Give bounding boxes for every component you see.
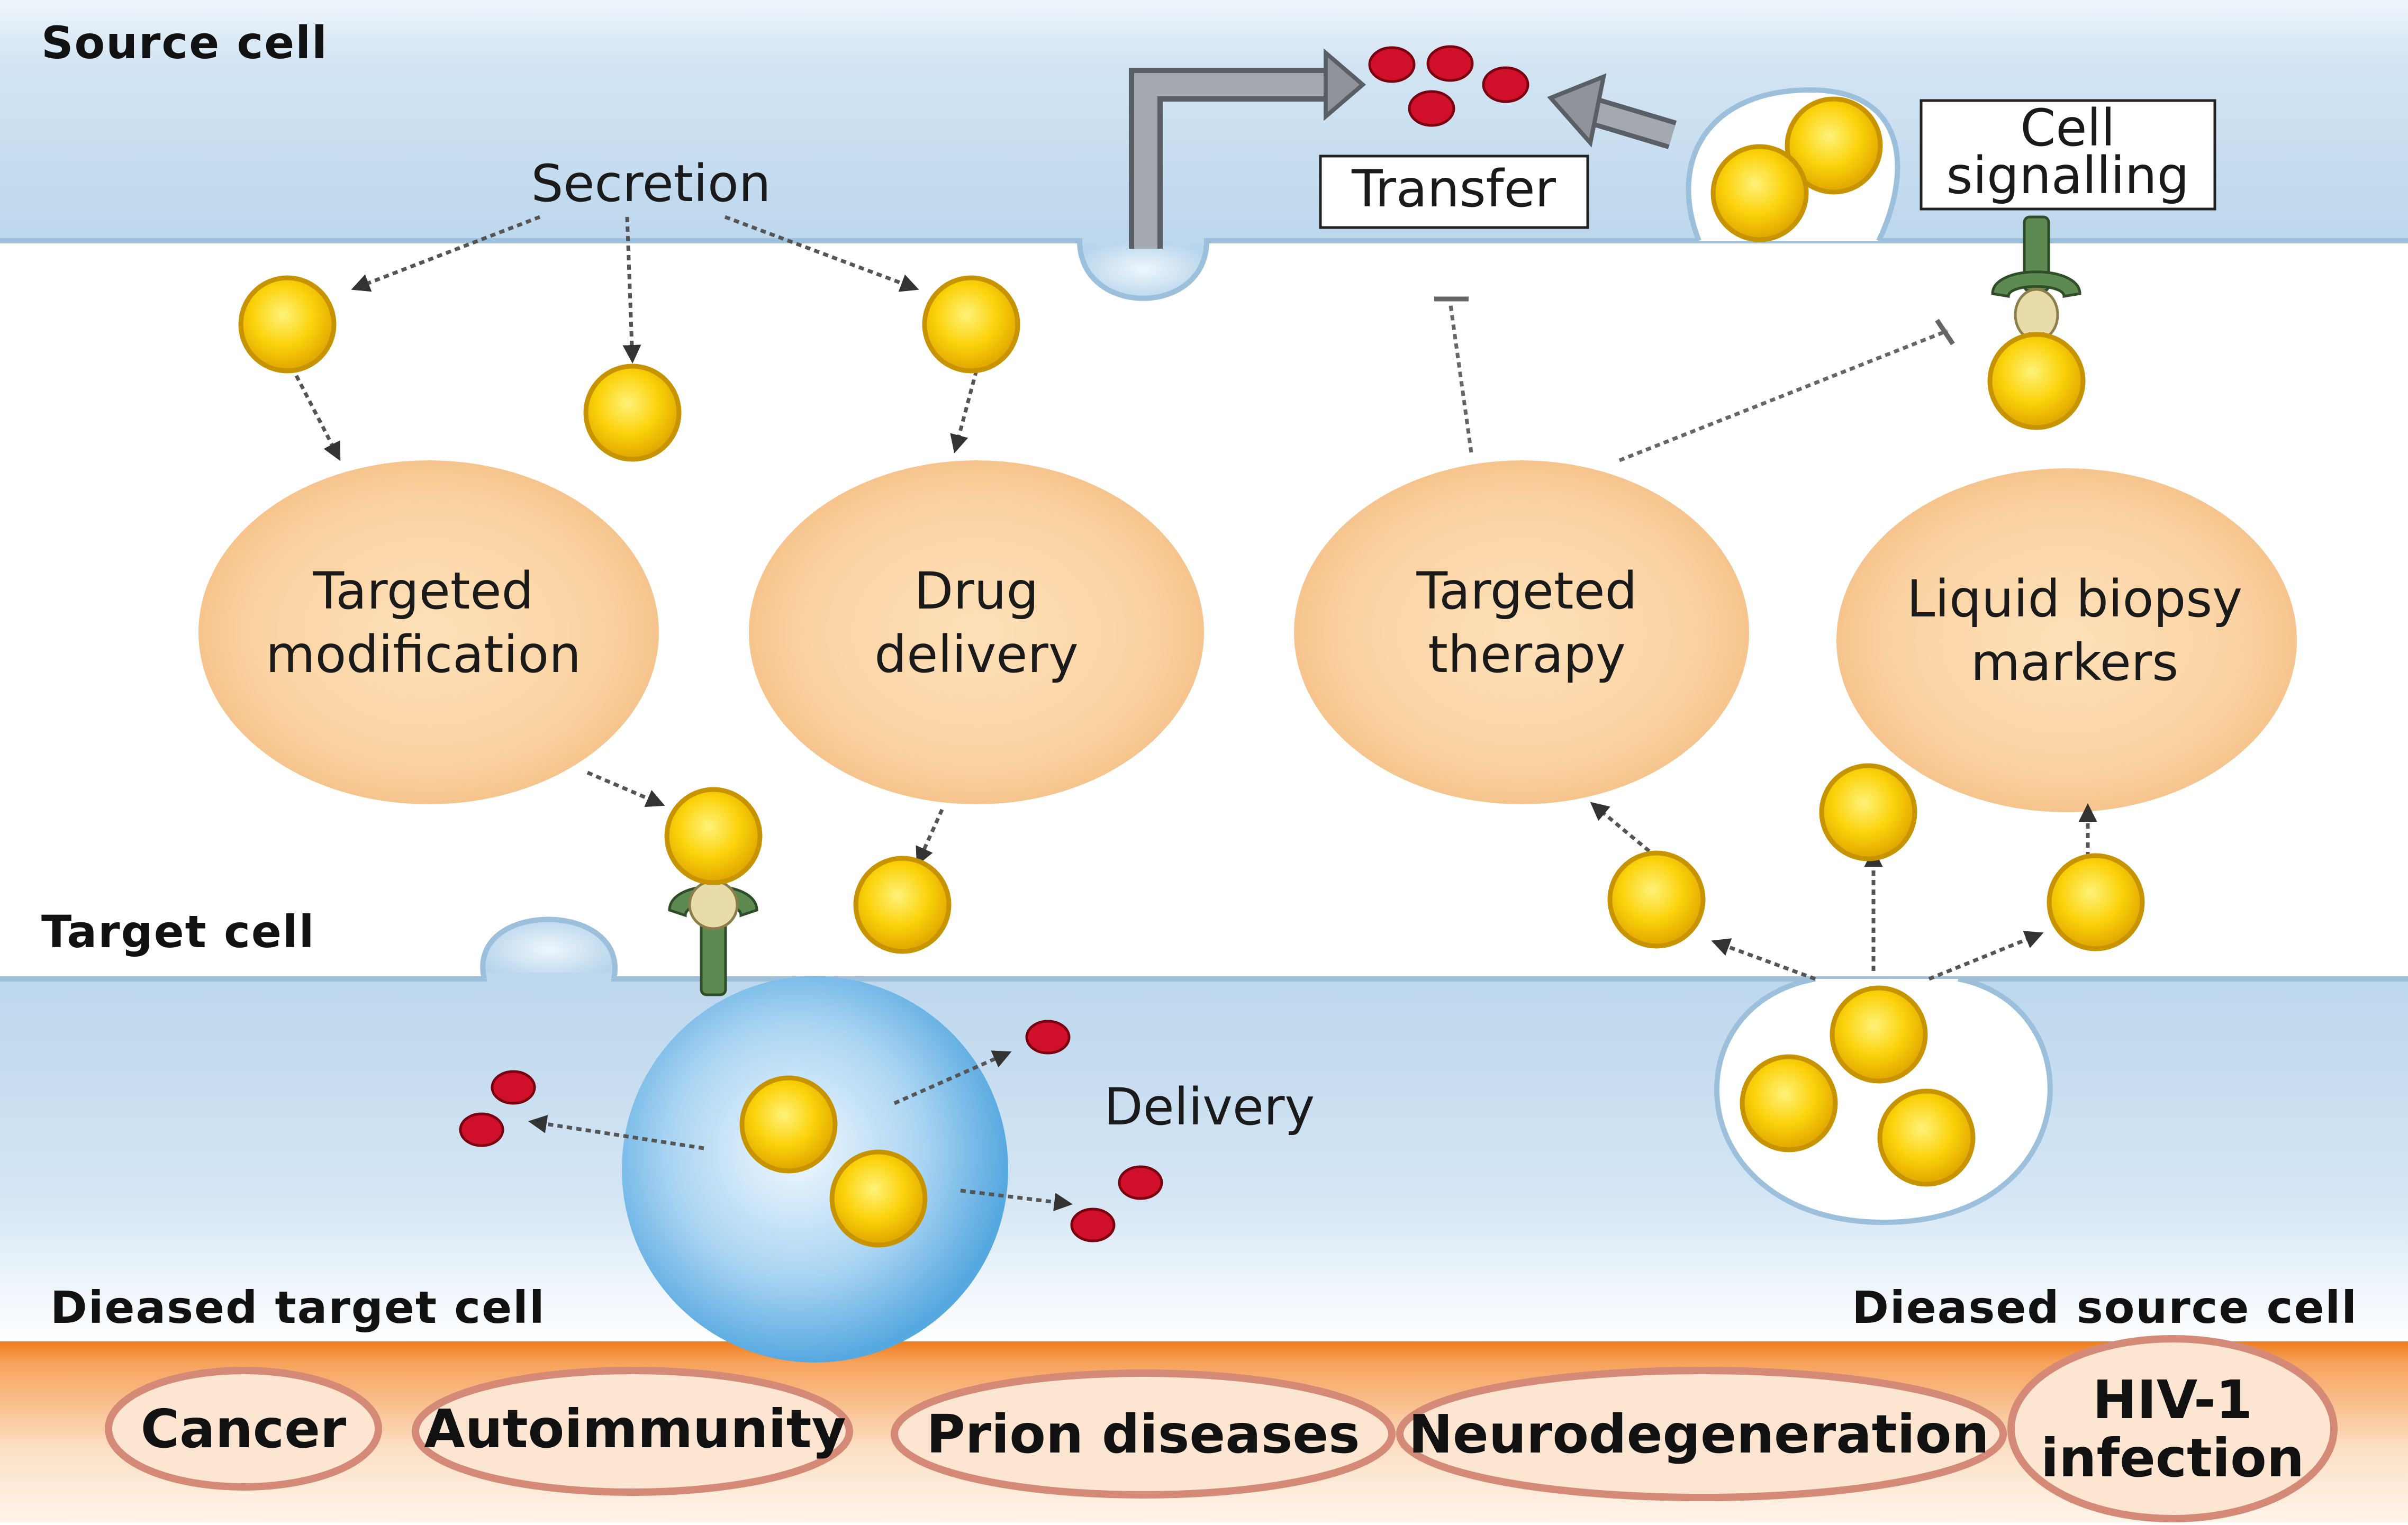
cargo-dot (1025, 1020, 1071, 1055)
arrow-to-targeted-therapy (1590, 802, 1658, 859)
inhibit-signalling-line (1618, 329, 1949, 462)
diseased-source-cell-label: Dieased source cell (1852, 1282, 2358, 1333)
arrow-to-receptor (586, 770, 665, 807)
signalling-receptor-cup (1991, 270, 2081, 298)
budding-vesicle-top (1077, 240, 1209, 301)
app-2-line2: delivery (874, 625, 1079, 684)
target-cell-label: Target cell (41, 906, 315, 958)
disease-autoimmunity-label: Autoimmunity (424, 1398, 846, 1460)
delivery-label: Delivery (1104, 1077, 1315, 1137)
vesicle (1740, 1054, 1838, 1152)
release-arrow-fill (1590, 101, 1676, 145)
app-3-line2: therapy (1428, 625, 1626, 684)
transfer-arrow-head (1324, 48, 1366, 121)
cargo-dot (1408, 90, 1455, 127)
cargo-dot (1070, 1208, 1116, 1242)
extracellular-vesicles (238, 96, 2145, 1248)
vesicle (1785, 96, 1883, 195)
secretion-arrow-middle (622, 216, 641, 364)
endosome (622, 976, 1008, 1363)
bubble-targeted-modification (198, 460, 659, 804)
disease-ellipse-hiv (2007, 1335, 2338, 1522)
delivery-arrow-up (893, 1050, 1012, 1105)
source-cell-label: Source cell (41, 17, 328, 69)
inhibit-transfer-line (1448, 301, 1473, 453)
bubble-liquid-biopsy (1836, 468, 2297, 812)
vesicle (1830, 985, 1928, 1084)
vesicle (853, 856, 952, 954)
target-bud-join (487, 973, 611, 984)
diseased-target-cell-label: Dieased target cell (50, 1282, 546, 1333)
cargo-dot (459, 1112, 504, 1147)
release-arrows (1590, 802, 2097, 981)
app-4-line1: Liquid biopsy (1907, 569, 2242, 629)
cargo-dot (1482, 66, 1529, 103)
app-3-line1: Targeted (1416, 561, 1637, 621)
disease-ellipse-cancer (105, 1367, 382, 1491)
cell-signalling-label-line1: Cell (2020, 98, 2115, 158)
bubble-drug-delivery (749, 460, 1204, 804)
disease-hiv-label-line2: infection (2041, 1427, 2304, 1489)
app-2-line1: Drug (914, 561, 1038, 621)
vesicle (922, 275, 1020, 374)
release-arrow-head (1547, 73, 1607, 148)
disease-hiv-label-line1: HIV-1 (2093, 1369, 2252, 1431)
delivered-cargo (459, 1020, 1163, 1242)
secretion-arrow-left (351, 215, 541, 292)
disease-prion-label: Prion diseases (926, 1403, 1360, 1465)
vesicle (2047, 853, 2145, 951)
arrow-to-targeted-modification (294, 375, 341, 461)
bubble-targeted-therapy (1294, 460, 1749, 804)
disease-ellipse-prion (891, 1369, 1396, 1499)
cargo-dot (1118, 1165, 1163, 1200)
vesicle (664, 787, 763, 885)
transfer-bent-arrow-fill (1134, 73, 1334, 249)
disease-ellipse-autoimmunity (412, 1367, 853, 1496)
cargo-dot (491, 1070, 536, 1105)
delivery-arrow-left (528, 1114, 704, 1150)
release-arrow-right (1928, 931, 2044, 981)
vesicle (829, 1149, 928, 1248)
vesicle (1987, 332, 2086, 430)
disease-cancer-label: Cancer (141, 1398, 347, 1460)
application-bubbles (198, 460, 2297, 812)
inhibition-lines (1448, 301, 1949, 462)
disease-neurodegeneration-label: Neurodegeneration (1408, 1403, 1989, 1465)
vesicle (238, 275, 337, 374)
arrow-from-drug-delivery (916, 809, 944, 866)
secretion-arrows (294, 215, 979, 866)
cargo-dot (1426, 45, 1474, 82)
app-4-line2: markers (1971, 633, 2179, 692)
budding-vesicle-target (480, 916, 618, 980)
vesicle (1819, 763, 1917, 861)
released-cargo (1368, 45, 1529, 127)
app-1-line1: Targeted (313, 561, 534, 621)
target-ligand (688, 879, 739, 930)
disease-ellipses (105, 1335, 2338, 1522)
transfer-label: Transfer (1351, 159, 1556, 219)
cargo-dot (1368, 46, 1416, 83)
secretion-label: Secretion (531, 154, 771, 213)
cell-signalling-label-line2: signalling (1946, 146, 2189, 205)
delivery-arrows (528, 1050, 1073, 1211)
arrow-to-drug-delivery (950, 370, 979, 453)
disease-ellipse-neurodegeneration (1396, 1367, 2007, 1501)
vesicle (1607, 850, 1706, 949)
app-1-line2: modification (266, 625, 581, 684)
vesicle (583, 364, 682, 462)
inhibit-signalling-bar (1935, 319, 1955, 346)
transfer-box (1319, 155, 1589, 229)
release-arrow-left (1711, 938, 1816, 981)
vesicle (1710, 144, 1809, 242)
vesicle (1877, 1088, 1976, 1187)
vesicle (739, 1075, 838, 1174)
cell-signalling-box (1920, 99, 2216, 211)
